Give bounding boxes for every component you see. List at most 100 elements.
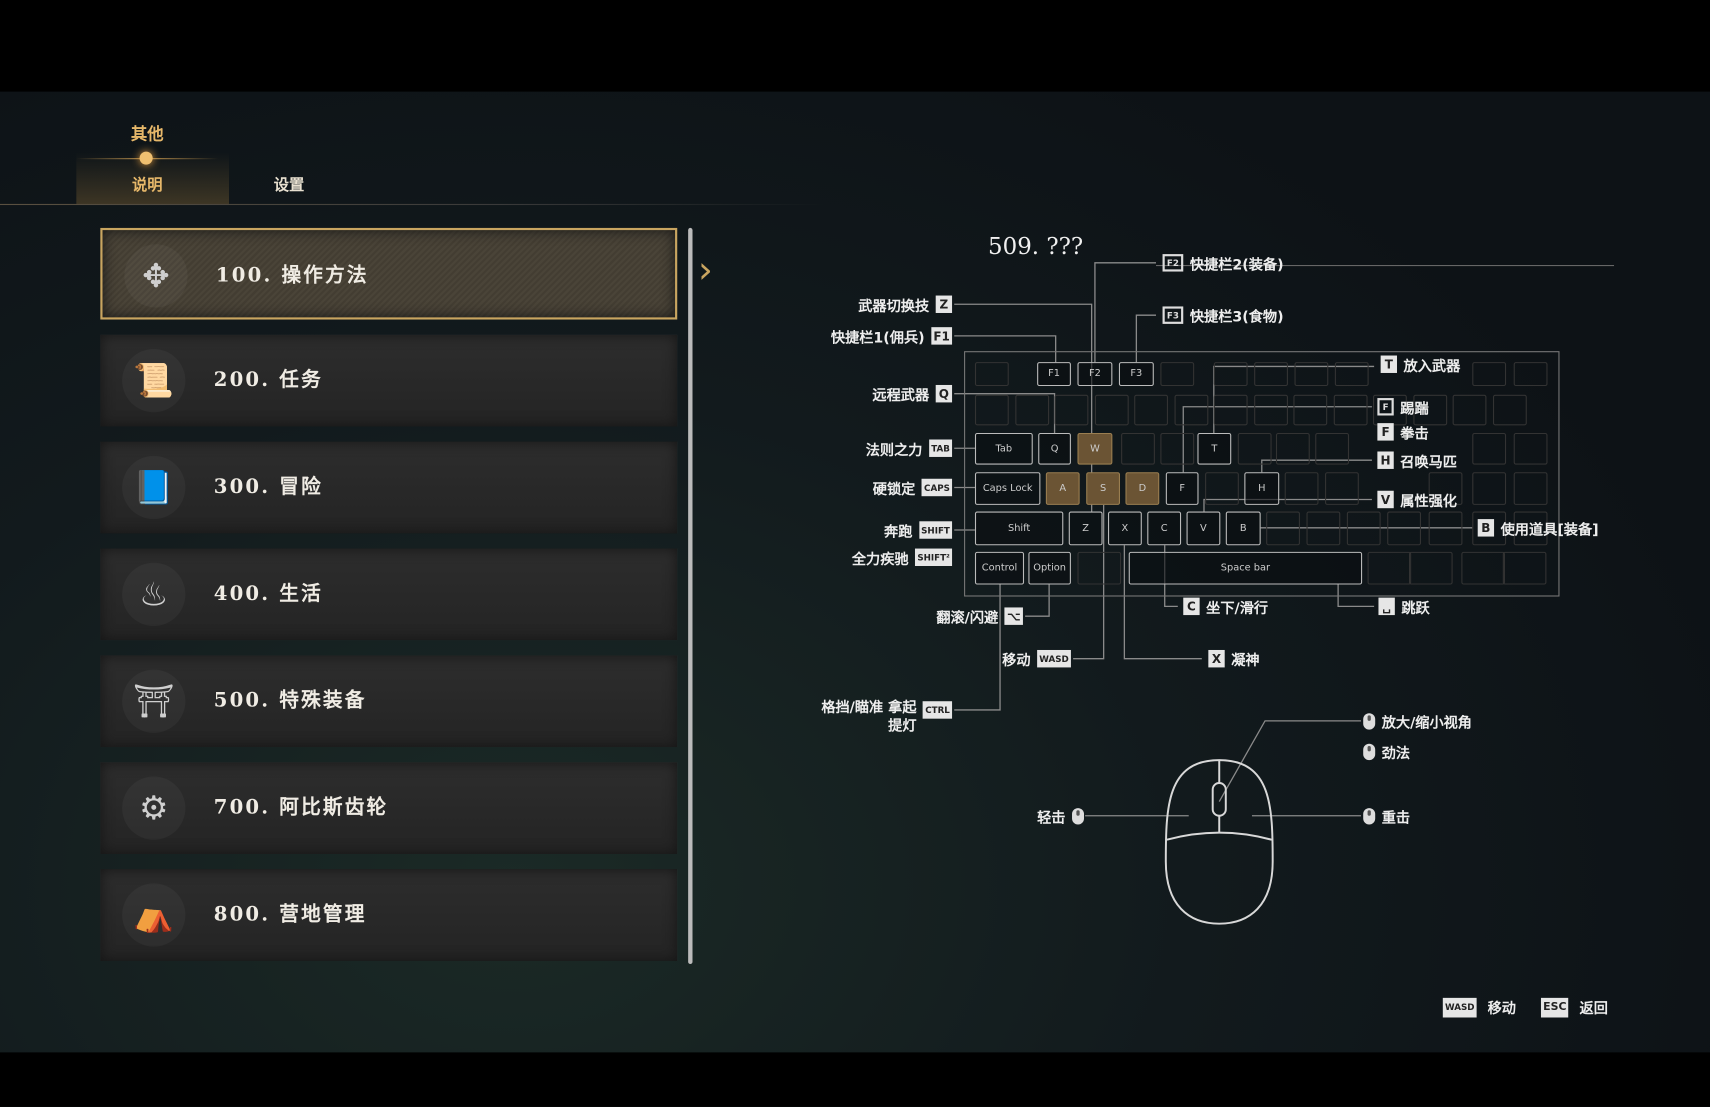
key-badge: F <box>1377 423 1394 441</box>
mouse-left-click-icon <box>1072 807 1085 824</box>
key-f1: F1 <box>1037 362 1071 387</box>
topic-item[interactable]: 📜200. 任务 <box>100 334 678 427</box>
key-badge: F <box>1377 398 1394 416</box>
topic-item[interactable]: ♨400. 生活 <box>100 548 678 641</box>
topic-item[interactable]: ✥100. 操作方法 <box>100 227 678 320</box>
hint-label: 移动 <box>1487 1001 1516 1018</box>
blank-key <box>1014 394 1049 426</box>
callout-label: 凝神 <box>1231 652 1260 670</box>
key-badge: WASD <box>1037 649 1071 668</box>
callout-label: 翻滚/闪避 <box>936 610 999 627</box>
key-badge: ⌥ <box>1004 607 1023 625</box>
blank-key <box>1346 511 1381 546</box>
tab-settings[interactable]: 设置 <box>273 176 305 195</box>
blank-key <box>1428 511 1463 546</box>
key-badge: X <box>1208 649 1225 668</box>
topic-item[interactable]: ⛩500. 特殊装备 <box>100 655 678 748</box>
callout-label: 使用道具[装备] <box>1500 521 1599 539</box>
key-badge: B <box>1477 519 1495 537</box>
key-f2: F2 <box>1077 362 1113 387</box>
topic-label: 500. 特殊装备 <box>213 689 367 713</box>
topic-item[interactable]: ⚙700. 阿比斯齿轮 <box>100 762 678 854</box>
blank-key <box>1134 394 1168 426</box>
callout-label: 放入武器 <box>1403 358 1461 375</box>
callout-right: F 踢踹 <box>1377 396 1429 418</box>
blank-key <box>1367 551 1412 585</box>
callout-label: 全力疾驰 <box>851 551 909 568</box>
callout-label: 法则之力 <box>865 442 923 459</box>
blank-key <box>1461 551 1505 585</box>
key-badge: V <box>1377 490 1394 509</box>
blank-key <box>1492 394 1527 426</box>
key-space: Space bar <box>1128 551 1363 585</box>
key-shift: Shift <box>974 511 1064 546</box>
active-tab-glow <box>76 152 230 206</box>
callout-label: 重击 <box>1381 809 1411 827</box>
tab-indicator-dot <box>139 151 153 165</box>
blank-key <box>1513 362 1548 387</box>
callout-label: 踢踹 <box>1400 400 1429 418</box>
key-b: B <box>1225 511 1261 546</box>
key-badge: SHIFT <box>918 521 953 539</box>
callout-label: 拳击 <box>1400 425 1429 443</box>
mouse-diagram <box>1164 759 1274 925</box>
scrollbar[interactable] <box>688 227 693 965</box>
key-badge: F3 <box>1162 306 1184 324</box>
callout-label: 快捷栏2(装备) <box>1189 256 1284 274</box>
blank-key <box>1387 511 1421 546</box>
blank-key <box>1333 394 1368 426</box>
key-badge: F2 <box>1162 254 1184 272</box>
tab-description[interactable]: 说明 <box>131 176 163 195</box>
callout-label: 格挡/瞄准 拿起提灯 <box>821 700 917 736</box>
key-badge: T <box>1380 355 1398 373</box>
blank-key <box>1121 432 1155 465</box>
blank-key <box>1452 394 1487 426</box>
blank-key <box>1513 432 1548 465</box>
blank-key <box>1502 551 1547 585</box>
blank-key <box>1253 394 1288 426</box>
key-x: X <box>1108 511 1142 546</box>
blank-key <box>1412 394 1447 426</box>
gear-icon: ⚙ <box>122 776 186 840</box>
key-badge: C <box>1183 597 1200 616</box>
blank-key <box>1513 472 1548 505</box>
callout-label: 快捷栏3(食物) <box>1189 309 1284 326</box>
blank-key <box>1094 394 1129 426</box>
key-f3: F3 <box>1118 362 1154 387</box>
blank-key <box>1472 511 1507 546</box>
callout-label: 移动 <box>1002 652 1031 670</box>
topic-label: 300. 冒险 <box>213 475 323 499</box>
callout-label: 劲法 <box>1381 745 1411 762</box>
blank-key <box>1306 511 1341 546</box>
callout-label: 放大/缩小视角 <box>1381 714 1472 732</box>
letterbox-bottom <box>0 1052 1710 1107</box>
topic-item[interactable]: ⛺800. 营地管理 <box>100 869 678 961</box>
keyboard-diagram <box>964 351 1560 597</box>
callout-label: 快捷栏1(佣兵) <box>830 329 925 347</box>
chevron-right-icon[interactable]: › <box>697 248 713 293</box>
blank-key <box>1409 551 1453 585</box>
topic-label: 200. 任务 <box>213 368 323 392</box>
blank-key <box>1205 472 1239 505</box>
key-h: H <box>1244 472 1280 505</box>
key-s: S <box>1086 472 1121 505</box>
blank-key <box>1237 432 1272 465</box>
callout-label: 跳跃 <box>1401 600 1430 617</box>
topic-item[interactable]: 📘300. 冒险 <box>100 441 678 534</box>
key-caps: Caps Lock <box>974 472 1041 505</box>
blank-key <box>1254 362 1288 387</box>
key-control: Control <box>974 551 1025 585</box>
key-d: D <box>1125 472 1160 505</box>
tent-icon: ⛺ <box>122 883 186 947</box>
blank-key <box>1472 472 1507 505</box>
callout-right: F3 快捷栏3(食物) <box>1162 304 1284 326</box>
